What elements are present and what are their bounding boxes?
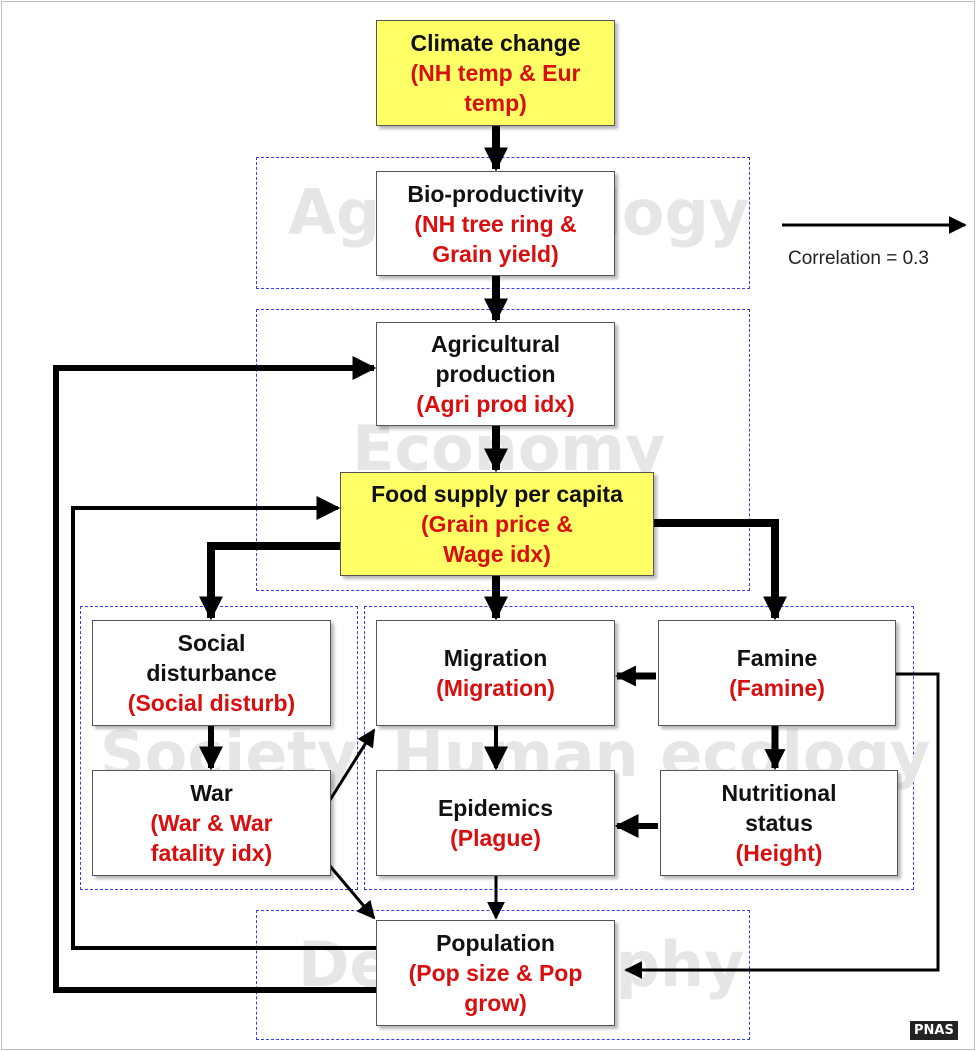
node-migration: Migration (Migration) xyxy=(376,620,615,726)
edge-food-famine xyxy=(654,519,787,621)
node-food-supply: Food supply per capita (Grain price & Wa… xyxy=(340,472,654,576)
node-war: War (War & War fatality idx) xyxy=(92,770,331,876)
node-famine: Famine (Famine) xyxy=(658,620,896,726)
node-climate-change: Climate change (NH temp & Eur temp) xyxy=(376,20,615,126)
edge-food-social xyxy=(199,542,340,621)
node-agricultural-production-title: Agricultural production xyxy=(430,331,561,387)
node-bio-productivity-title: Bio-productivity xyxy=(407,180,584,207)
node-social-disturbance-variable: (Social disturb) xyxy=(127,690,296,716)
node-epidemics-title: Epidemics xyxy=(437,795,554,821)
node-agricultural-production-variable: (Agri prod idx) xyxy=(416,391,575,417)
legend-label: Correlation = 0.3 xyxy=(788,248,929,269)
node-war-title: War xyxy=(190,780,233,806)
node-climate-change-variable: (NH temp & Eur temp) xyxy=(410,60,581,116)
edge-war-population xyxy=(328,865,376,920)
node-migration-title: Migration xyxy=(443,645,548,671)
edge-population-agri xyxy=(53,356,377,993)
node-epidemics: Epidemics (Plague) xyxy=(376,770,615,876)
node-nutritional-status-title: Nutritional status xyxy=(721,780,837,836)
node-nutritional-status-variable: (Height) xyxy=(735,840,823,866)
node-war-variable: (War & War fatality idx) xyxy=(150,810,273,866)
node-bio-productivity: Bio-productivity (NH tree ring & Grain y… xyxy=(376,171,615,276)
edge-population-food xyxy=(71,496,376,950)
edge-war-migration xyxy=(328,728,376,801)
node-population-variable: (Pop size & Pop grow) xyxy=(408,960,583,1016)
group-economy-label: Economy xyxy=(352,412,666,485)
node-famine-title: Famine xyxy=(736,645,818,671)
node-population-title: Population xyxy=(436,930,555,956)
node-bio-productivity-variable: (NH tree ring & Grain yield) xyxy=(414,210,577,267)
node-food-supply-title: Food supply per capita xyxy=(371,481,623,507)
node-epidemics-variable: (Plague) xyxy=(450,825,541,851)
node-social-disturbance: Social disturbance (Social disturb) xyxy=(92,620,331,726)
node-climate-change-title: Climate change xyxy=(410,30,581,56)
node-migration-variable: (Migration) xyxy=(436,675,555,701)
node-famine-variable: (Famine) xyxy=(729,675,825,701)
node-nutritional-status: Nutritional status (Height) xyxy=(660,770,898,876)
node-agricultural-production: Agricultural production (Agri prod idx) xyxy=(376,322,615,426)
node-food-supply-variable: (Grain price & Wage idx) xyxy=(420,511,574,567)
pnas-logo: PNAS xyxy=(910,1021,958,1040)
node-population: Population (Pop size & Pop grow) xyxy=(376,920,615,1026)
edge-famine-population xyxy=(624,672,940,979)
node-social-disturbance-title: Social disturbance xyxy=(146,630,277,686)
